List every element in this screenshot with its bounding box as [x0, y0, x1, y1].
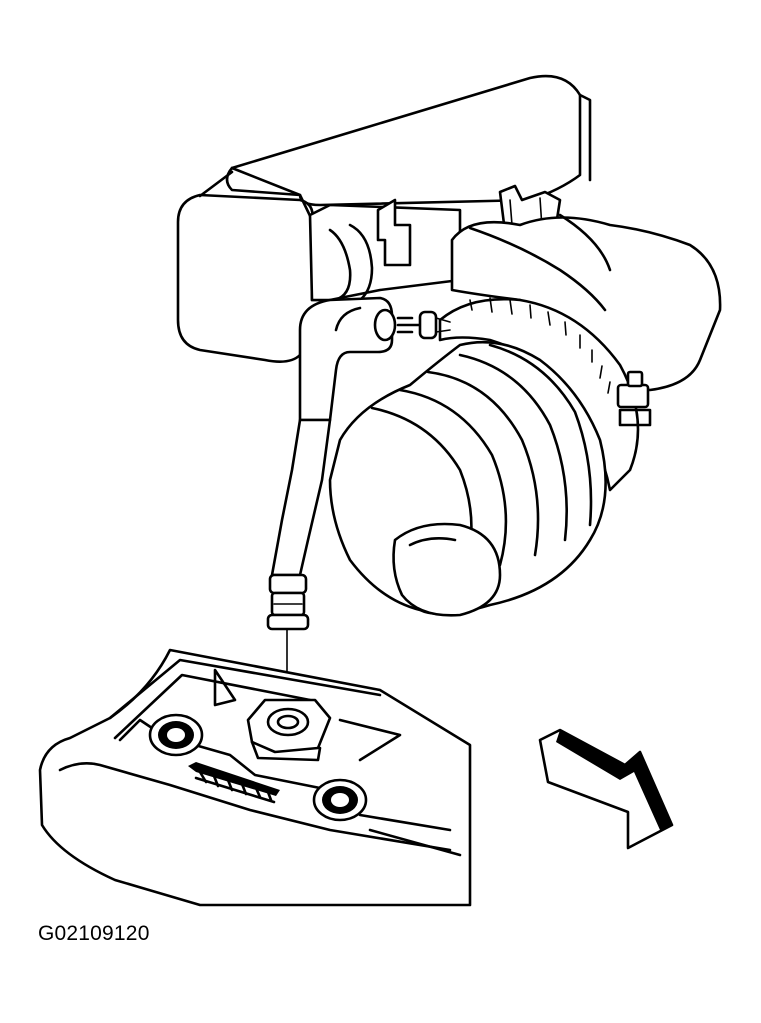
air-cleaner-housing — [176, 74, 592, 363]
figure-id-label: G02109120 — [38, 922, 150, 945]
pcv-hose — [266, 296, 451, 631]
cover-logo-lettering — [188, 762, 280, 804]
valve-cover — [38, 648, 472, 907]
front-direction-arrow — [538, 728, 674, 850]
intake-duct-bellows — [328, 340, 607, 617]
